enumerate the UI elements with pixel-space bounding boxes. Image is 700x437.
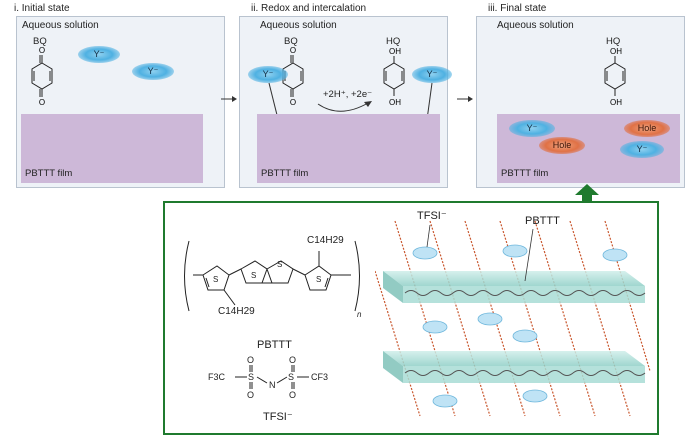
oxygen-top: O [39, 46, 45, 55]
oxygen-atom: O [247, 355, 254, 365]
hq-label: HQ [386, 36, 401, 47]
oxygen-bottom: O [290, 98, 296, 107]
sulfur-atom: S [277, 260, 282, 269]
hydroquinone-structure: OH OH [383, 47, 405, 107]
redox-reaction-label: +2H⁺, +2e⁻ [323, 89, 373, 100]
stage-arrow-icon [457, 96, 473, 102]
pbttt-packing-schematic [375, 220, 651, 417]
panel-redox-intercalation: Aqueous solution BQ O O HQ OH OH Y⁻ Y⁻ +… [239, 16, 452, 188]
tfsi-structure-label: TFSI⁻ [263, 411, 293, 423]
pbttt-film-doped: Y⁻ Hole Hole Y⁻ PBTTT film [497, 114, 680, 183]
panel-final-state: Aqueous solution HQ OH OH Y⁻ Hole Hole Y… [476, 16, 685, 188]
stage-2-title: ii. Redox and intercalation [251, 3, 367, 14]
aqueous-solution-label: Aqueous solution [260, 20, 337, 31]
trifluoromethyl-right: CF3 [311, 372, 328, 382]
hydroxyl-bottom: OH [610, 98, 622, 107]
hydroquinone-structure: OH OH [604, 47, 626, 107]
aqueous-solution-label: Aqueous solution [22, 20, 99, 31]
schematic-tfsi-label: TFSI⁻ [417, 210, 447, 222]
stage-arrow-icon [221, 96, 237, 102]
anion-ion: Y⁻ [132, 63, 174, 80]
benzoquinone-structure: O O [31, 46, 53, 107]
film-label: PBTTT film [501, 168, 549, 179]
oxygen-atom: O [289, 390, 296, 400]
aqueous-solution-label: Aqueous solution [497, 20, 574, 31]
anion-ion: Y⁻ [78, 46, 120, 63]
oxygen-bottom: O [39, 98, 45, 107]
sulfur-atom: S [213, 275, 218, 284]
sulfur-atom: S [316, 275, 321, 284]
hole-carrier: Hole [624, 120, 670, 137]
hq-label: HQ [606, 36, 621, 47]
tfsi-chemical-structure: F3C S N S CF3 O O O O [208, 355, 328, 400]
anion-ion: Y⁻ [248, 66, 288, 83]
pbttt-film: PBTTT film [257, 114, 440, 183]
repeat-n: n [357, 310, 362, 319]
pbttt-structure-label: PBTTT [257, 339, 292, 351]
alkyl-chain-top: C14H29 [307, 235, 344, 246]
film-label: PBTTT film [25, 168, 73, 179]
anion-ion: Y⁻ [412, 66, 452, 83]
alkyl-chain-bottom: C14H29 [218, 306, 255, 317]
film-label: PBTTT film [261, 168, 309, 179]
oxygen-atom: O [289, 355, 296, 365]
trifluoromethyl-left: F3C [208, 372, 226, 382]
green-up-arrow-icon [575, 184, 599, 210]
bq-label: BQ [284, 36, 298, 47]
hole-carrier: Hole [539, 137, 585, 154]
schematic-pbttt-label: PBTTT [525, 215, 560, 227]
oxygen-atom: O [247, 390, 254, 400]
pbttt-chemical-structure: S S S S n [184, 240, 362, 319]
nitrogen-atom: N [269, 380, 276, 390]
oxygen-top: O [290, 46, 296, 55]
hydroxyl-top: OH [610, 47, 622, 56]
structure-box: S S S S n C14H29 C14H29 PBTTT F3C S N [163, 201, 659, 435]
stage-3-title: iii. Final state [488, 3, 547, 14]
sulfur-atom: S [251, 271, 256, 280]
panel-initial-state: Aqueous solution BQ O O Y⁻ Y⁻ PBTTT film [16, 16, 225, 188]
anion-ion: Y⁻ [509, 120, 555, 137]
sulfur-atom: S [288, 372, 294, 382]
hydroxyl-top: OH [389, 47, 401, 56]
hydroxyl-bottom: OH [389, 98, 401, 107]
sulfur-atom: S [248, 372, 254, 382]
pbttt-film: PBTTT film [21, 114, 203, 183]
stage-1-title: i. Initial state [14, 3, 70, 14]
bq-label: BQ [33, 36, 47, 47]
anion-ion: Y⁻ [620, 141, 664, 158]
